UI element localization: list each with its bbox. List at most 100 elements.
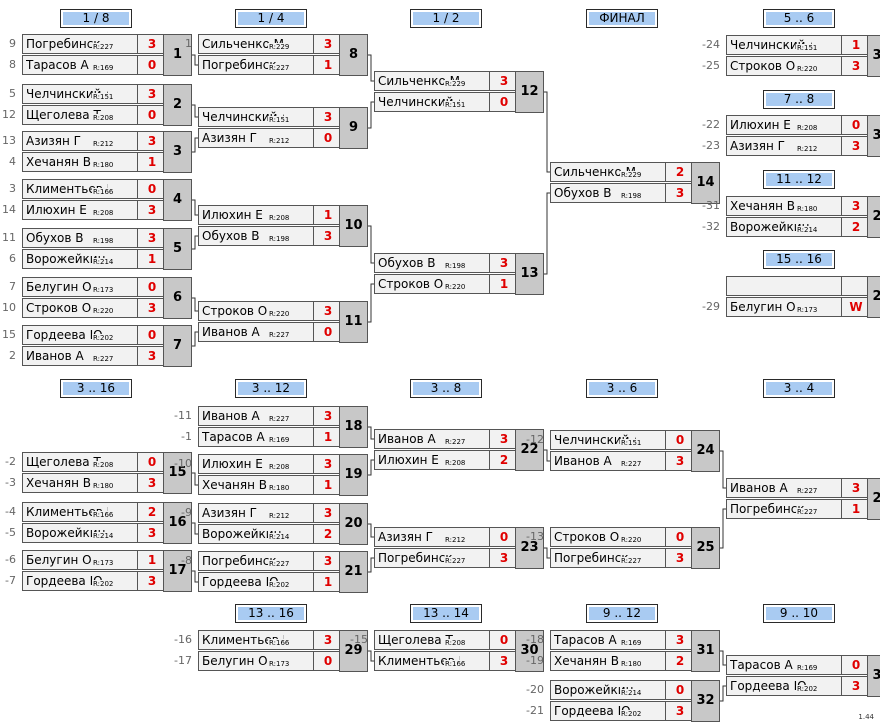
seed-label: 3: [9, 182, 16, 195]
match-number: 16: [163, 502, 192, 544]
player-rating: R:166: [268, 639, 290, 647]
match-number: 24: [691, 430, 720, 472]
round-header: 13 .. 16: [235, 604, 307, 623]
player-name: Челчинский А: [730, 38, 812, 52]
connector-line: [368, 523, 374, 538]
player-score: 3: [841, 677, 870, 696]
player-score: 2: [665, 163, 694, 182]
player-name: Сильченко М: [378, 74, 460, 88]
match-27: Белугин ОR:173W27: [726, 276, 880, 318]
match-number: 2: [163, 84, 192, 126]
player-name: Азизян Г: [202, 506, 257, 520]
player-name: Илюхин Е: [202, 457, 263, 471]
player-rating: R:214: [268, 533, 290, 541]
match-number: 11: [339, 301, 368, 343]
match-number: 21: [339, 551, 368, 593]
seed-label: -1: [181, 430, 192, 443]
match-number: 7: [163, 325, 192, 367]
seed-label: 1: [185, 37, 192, 50]
player-score: 2: [665, 652, 694, 671]
player-name: Обухов В: [26, 231, 84, 245]
seed-label: -21: [526, 704, 544, 717]
player-score: 0: [841, 656, 870, 675]
connector-line: [192, 54, 198, 66]
player-name: Климентьев В: [26, 182, 108, 196]
player-name: Илюхин Е: [26, 203, 87, 217]
round-header: 15 .. 16: [763, 250, 835, 269]
player-score: 1: [313, 428, 342, 447]
seed-label: -6: [5, 553, 16, 566]
player-score: 1: [313, 476, 342, 495]
connector-line: [720, 450, 726, 489]
player-name: Ворожейкин С: [202, 527, 284, 541]
player-rating: R:208: [444, 639, 466, 647]
player-rating: R:208: [92, 114, 114, 122]
connector-line: [544, 449, 550, 462]
match-number: 17: [163, 550, 192, 592]
player-name: Погребинск: [730, 502, 805, 516]
seed-label: 5: [9, 87, 16, 100]
round-header: 11 .. 12: [763, 170, 835, 189]
match-number: 9: [339, 107, 368, 149]
player-name: Климентьев В: [378, 654, 460, 668]
round-header: 7 .. 8: [763, 90, 835, 109]
player-score: 2: [841, 218, 870, 237]
player-score: 3: [137, 474, 166, 493]
round-header: 3 .. 12: [235, 379, 307, 398]
match-number: 14: [691, 162, 720, 204]
match-number: 30: [515, 630, 544, 672]
player-score: 0: [665, 528, 694, 547]
player-score: 0: [665, 431, 694, 450]
player-rating: R:214: [796, 226, 818, 234]
match-number: 26: [867, 478, 880, 520]
player-rating: R:212: [444, 536, 466, 544]
connector-line: [368, 283, 374, 323]
player-rating: R:212: [92, 140, 114, 148]
connector-line: [544, 547, 550, 559]
connector-line: [720, 650, 726, 666]
player-name: Челчинский А: [554, 433, 636, 447]
player-name: Погребинск: [202, 554, 277, 568]
player-rating: R:202: [796, 685, 818, 693]
player-score: 3: [665, 184, 694, 203]
match-number: 35: [867, 35, 880, 77]
player-score: 1: [137, 551, 166, 570]
seed-label: -24: [702, 38, 720, 51]
player-rating: R:173: [92, 559, 114, 567]
player-score: 1: [137, 250, 166, 269]
player-rating: R:180: [796, 205, 818, 213]
player-score: 3: [489, 430, 518, 449]
player-score: 1: [841, 36, 870, 55]
match-number: 29: [339, 630, 368, 672]
match-number: 5: [163, 228, 192, 270]
player-name: Тарасов А: [730, 658, 793, 672]
player-rating: R:212: [268, 512, 290, 520]
player-score: 0: [137, 278, 166, 297]
round-header: 9 .. 10: [763, 604, 835, 623]
player-rating: R:212: [796, 145, 818, 153]
player-name: Погребинск: [554, 551, 629, 565]
